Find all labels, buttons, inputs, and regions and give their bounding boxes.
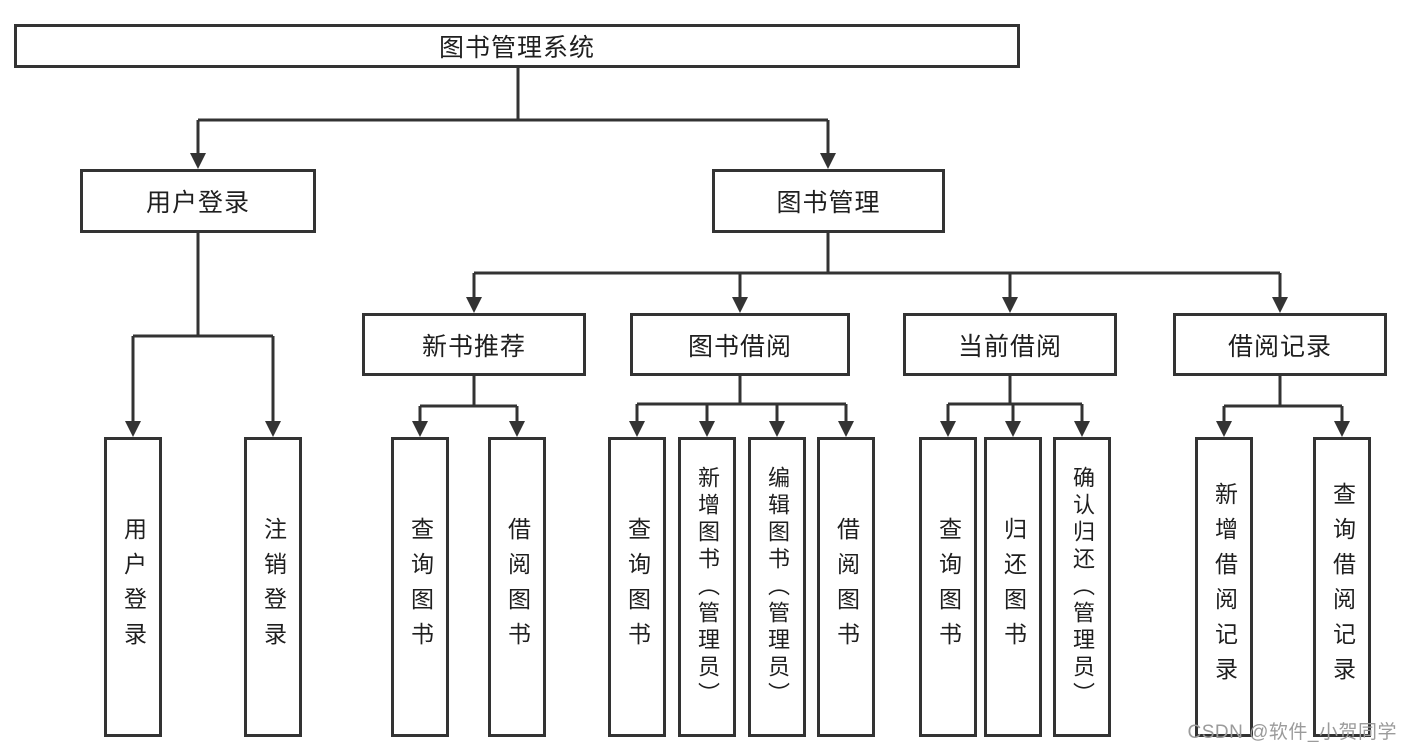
node-new-book-recommend: 新书推荐	[362, 313, 586, 376]
node-book-borrow-label: 图书借阅	[687, 332, 792, 361]
leaf-current-query-book: 查询图书	[919, 437, 977, 737]
leaf-query-borrow-record-label: 查询借阅记录	[1329, 482, 1356, 692]
leaf-edit-book-admin: 编辑图书（管理员）	[748, 437, 806, 737]
node-borrow-records-label: 借阅记录	[1227, 332, 1332, 361]
node-book-management: 图书管理	[712, 169, 945, 233]
leaf-user-login: 用户登录	[104, 437, 162, 737]
leaf-confirm-return-admin: 确认归还（管理员）	[1053, 437, 1111, 737]
leaf-logout-label: 注销登录	[260, 517, 287, 657]
leaf-newbook-borrow-label: 借阅图书	[504, 517, 531, 657]
node-root-label: 图书管理系统	[438, 34, 595, 62]
node-user-login: 用户登录	[80, 169, 316, 233]
leaf-add-borrow-record-label: 新增借阅记录	[1211, 482, 1238, 692]
leaf-logout: 注销登录	[244, 437, 302, 737]
leaf-confirm-return-admin-label: 确认归还（管理员）	[1070, 465, 1095, 709]
node-book-management-label: 图书管理	[776, 189, 881, 217]
leaf-borrow-query-book: 查询图书	[608, 437, 666, 737]
leaf-newbook-query-label: 查询图书	[407, 517, 434, 657]
leaf-borrow-book-label: 借阅图书	[833, 517, 860, 657]
leaf-user-login-label: 用户登录	[120, 517, 147, 657]
node-new-book-recommend-label: 新书推荐	[421, 332, 526, 361]
node-book-borrow: 图书借阅	[630, 313, 850, 376]
leaf-add-book-admin: 新增图书（管理员）	[678, 437, 736, 737]
csdn-watermark: CSDN @软件_小贺同学	[1187, 722, 1397, 743]
leaf-current-query-book-label: 查询图书	[935, 517, 962, 657]
leaf-newbook-query: 查询图书	[391, 437, 449, 737]
node-root: 图书管理系统	[14, 24, 1020, 68]
leaf-add-borrow-record: 新增借阅记录	[1195, 437, 1253, 737]
leaf-borrow-book: 借阅图书	[817, 437, 875, 737]
leaf-add-book-admin-label: 新增图书（管理员）	[695, 465, 720, 709]
leaf-return-book-label: 归还图书	[1000, 517, 1027, 657]
node-user-login-label: 用户登录	[145, 189, 250, 217]
leaf-return-book: 归还图书	[984, 437, 1042, 737]
leaf-query-borrow-record: 查询借阅记录	[1313, 437, 1371, 737]
leaf-edit-book-admin-label: 编辑图书（管理员）	[765, 465, 790, 709]
leaf-borrow-query-book-label: 查询图书	[624, 517, 651, 657]
node-current-borrow-label: 当前借阅	[957, 332, 1062, 361]
leaf-newbook-borrow: 借阅图书	[488, 437, 546, 737]
node-borrow-records: 借阅记录	[1173, 313, 1387, 376]
node-current-borrow: 当前借阅	[903, 313, 1117, 376]
